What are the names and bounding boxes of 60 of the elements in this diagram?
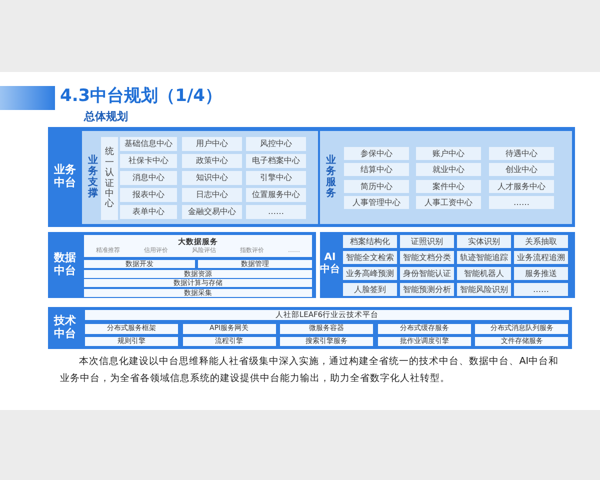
subtitle: 总体规划 — [84, 109, 128, 124]
service-cell: 人脸签到 — [343, 283, 397, 296]
service-cell: 表单中心 — [120, 205, 177, 219]
service-cell: 待遇中心 — [489, 147, 554, 160]
service-box — [83, 234, 313, 258]
service-cell: 智能文档分类 — [400, 251, 454, 264]
service-cell: 报表中心 — [120, 188, 177, 202]
service-cell: 金融交易中心 — [182, 205, 242, 219]
service-cell: 创业中心 — [489, 163, 554, 176]
group-label: 业务支撑 — [87, 154, 99, 198]
service-cell: 身份智能认证 — [400, 267, 454, 280]
service-cell: 用户中心 — [182, 137, 242, 151]
service-cell: 人事管理中心 — [344, 196, 409, 209]
service-cell: 消息中心 — [120, 171, 177, 185]
layer-panel — [48, 307, 572, 349]
service-cell: 档案结构化 — [343, 235, 397, 248]
service-cell: 日志中心 — [182, 188, 242, 202]
layer-panel — [320, 232, 575, 298]
service-cell: 知识中心 — [182, 171, 242, 185]
service-cell: 业务流程追溯 — [514, 251, 568, 264]
layer-panel — [48, 232, 316, 298]
service-cell: 证照识别 — [400, 235, 454, 248]
service-cell: 位置服务中心 — [246, 188, 306, 202]
service-cell: 引擎中心 — [246, 171, 306, 185]
service-cell: 社保卡中心 — [120, 154, 177, 168]
service-cell: 风控中心 — [246, 137, 306, 151]
service-cell: 业务高峰预测 — [343, 267, 397, 280]
caption: 本次信息化建设以中台思维释能人社省级集中深入实施，通过构建全省统一的技术中台、数据中台、AI中台和业务中台，为全省各领域信息系统的建设提供中台能力输出，助力全省数字化人社转型。 — [60, 355, 560, 386]
service-cell: 账户中心 — [416, 147, 481, 160]
layer-label: 业务中台 — [53, 164, 77, 190]
service-cell: 人事工资中心 — [416, 196, 481, 209]
layer-label: 技术中台 — [53, 315, 77, 340]
service-cell: 基础信息中心 — [120, 137, 177, 151]
service-cell: 电子档案中心 — [246, 154, 306, 168]
service-cell: 服务推送 — [514, 267, 568, 280]
service-cell: 统一认证中心 — [101, 137, 118, 220]
service-cell: 参保中心 — [344, 147, 409, 160]
service-cell: 简历中心 — [344, 180, 409, 193]
service-cell: 结算中心 — [344, 163, 409, 176]
service-cell: 实体识别 — [457, 235, 511, 248]
service-cell: 智能预测分析 — [400, 283, 454, 296]
layer-label: AI中台 — [320, 252, 340, 275]
service-cell: 政策中心 — [182, 154, 242, 168]
service-cell: 就业中心 — [416, 163, 481, 176]
service-cell: 关系抽取 — [514, 235, 568, 248]
service-cell: 人才服务中心 — [489, 180, 554, 193]
service-cell: 智能全文检索 — [343, 251, 397, 264]
service-cell: 案件中心 — [416, 180, 481, 193]
title: 4.3中台规划（1/4） — [60, 85, 222, 107]
service-cell: …… — [489, 196, 554, 209]
service-cell: 智能机器人 — [457, 267, 511, 280]
group-panel — [320, 131, 572, 224]
group-label: 业务服务 — [325, 154, 337, 198]
service-cell: …… — [246, 205, 306, 219]
service-cell: …… — [514, 283, 568, 296]
service-cell: 智能风险识别 — [457, 283, 511, 296]
service-cell: 轨迹智能追踪 — [457, 251, 511, 264]
group-panel — [82, 131, 318, 224]
layer-label: 数据中台 — [53, 252, 77, 278]
layer-panel — [48, 127, 575, 227]
